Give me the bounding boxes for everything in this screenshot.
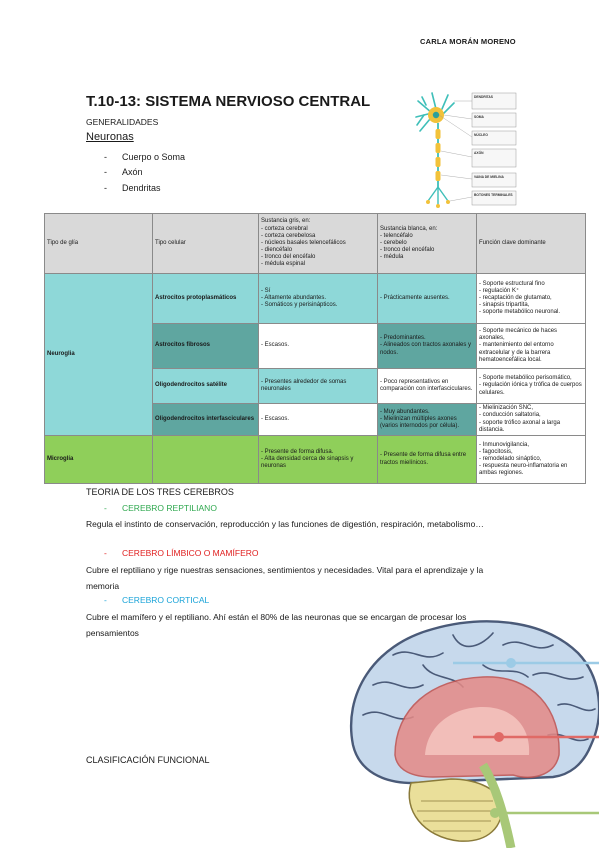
label-dendritas: DENDRITAS [474, 95, 494, 99]
gris-list: corteza cerebral corteza cerebelosa núcl… [261, 226, 375, 269]
cell-gris: Presentes alrededor de somas neuronales [258, 368, 378, 404]
cell-tipo: Astrocitos protoplasmáticos [152, 273, 259, 324]
cell-blanca: Prácticamente ausentes. [377, 273, 477, 324]
header-tipo-glia: Tipo de glía [44, 213, 153, 274]
reptiliano-text: Regula el instinto de conservación, repr… [86, 519, 484, 529]
label-botones: BOTONES TERMINALES [474, 193, 513, 197]
neuroglia-cell: Neuroglia [44, 273, 153, 436]
cell-blanca: Predominantes. Alineados con tractos axo… [377, 323, 477, 369]
list-item: -Dendritas [104, 183, 161, 193]
author-name: CARLA MORÁN MORENO [420, 37, 516, 46]
cortical-label: -CEREBRO CORTICAL [104, 595, 210, 605]
clasificacion-heading: CLASIFICACIÓN FUNCIONAL [86, 755, 210, 765]
label-nucleo: NÚCLEO [474, 132, 488, 137]
cell-gris: Escasos. [258, 323, 378, 369]
table-row: Microglía Presente de forma difusa. Alta… [44, 435, 586, 484]
section-generalidades: GENERALIDADES [86, 117, 159, 127]
cell-gris: Escasos. [258, 403, 378, 436]
cell-funcion: Soporte mecánico de haces axonales, mant… [476, 323, 586, 369]
glia-table: Tipo de glía Tipo celular Sustancia gris… [44, 213, 586, 484]
header-sustancia-blanca: Sustancia blanca, en: telencéfalo cerebe… [377, 213, 477, 274]
cell-blanca: Poco representativos en comparación con … [377, 368, 477, 404]
brain-illustration [349, 620, 599, 848]
reptiliano-label: -CEREBRO REPTILIANO [104, 503, 217, 513]
cortical-text: Cubre el mamífero y el reptiliano. Ahí e… [86, 612, 467, 638]
cell-tipo: Astrocitos fibrosos [152, 323, 259, 369]
label-vaina: VAINA DE MIELINA [474, 175, 504, 179]
cell-gris: Sí Altamente abundantes. Somáticos y per… [258, 273, 378, 324]
header-sustancia-gris: Sustancia gris, en: corteza cerebral cor… [258, 213, 378, 274]
limbico-text: Cubre el reptiliano y rige nuestras sens… [86, 565, 484, 591]
blanca-list: telencéfalo cerebelo tronco del encéfalo… [380, 233, 474, 262]
page-title: T.10-13: SISTEMA NERVIOSO CENTRAL [86, 93, 371, 110]
cell-gris: Presente de forma difusa. Alta densidad … [258, 435, 378, 484]
list-item: -Cuerpo o Soma [104, 152, 186, 162]
table-row: Oligodendrocitos interfasciculares Escas… [45, 403, 586, 436]
table-row: Astrocitos fibrosos Escasos. Predominant… [45, 323, 586, 369]
cell-funcion: Soporte metabólico perisomático, regulac… [476, 368, 586, 404]
list-item: -Axón [104, 167, 143, 177]
limbico-label: -CEREBRO LÍMBICO O MAMÍFERO [104, 548, 259, 558]
label-axon: AXÓN [474, 150, 484, 155]
cell-funcion: Soporte estructural fino regulación K⁺ r… [476, 273, 586, 324]
neuron-illustration: DENDRITAS SOMA NÚCLEO AXÓN VAINA DE MIEL… [415, 92, 517, 208]
label-soma: SOMA [474, 115, 485, 119]
header-tipo-celular: Tipo celular [152, 213, 259, 274]
header-funcion: Función clave dominante [476, 213, 586, 274]
microglia-cell: Microglía [44, 435, 153, 484]
table-header-row: Tipo de glía Tipo celular Sustancia gris… [44, 213, 586, 274]
table-row: Oligodendrocitos satélite Presentes alre… [45, 368, 586, 404]
cell-funcion: Inmunovigilancia, fagocitosis, remodelad… [476, 435, 586, 484]
teoria-heading: TEORIA DE LOS TRES CEREBROS [86, 487, 234, 497]
cell-tipo: Oligodendrocitos satélite [152, 368, 259, 404]
neuronas-heading: Neuronas [86, 131, 134, 143]
table-row: Neuroglia Astrocitos protoplasmáticos Sí… [44, 273, 586, 436]
cell-blanca: Muy abundantes. Mielinizan múltiples axo… [377, 403, 477, 436]
cell-tipo: Oligodendrocitos interfasciculares [152, 403, 259, 436]
cell-tipo [152, 435, 259, 484]
cell-blanca: Presente de forma difusa entre tractos m… [377, 435, 477, 484]
cell-funcion: Mielinización SNC, conducción saltatoria… [476, 403, 586, 436]
